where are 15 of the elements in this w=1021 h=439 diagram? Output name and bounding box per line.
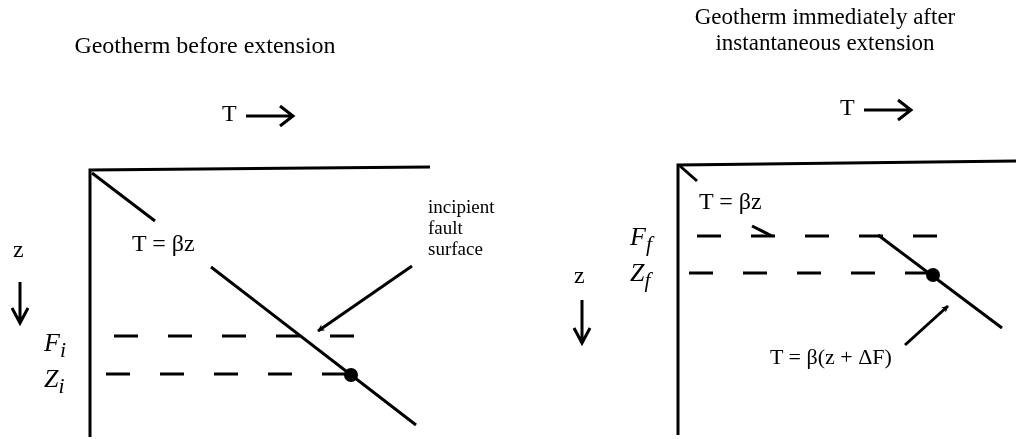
leader-arrow [904, 304, 949, 347]
leader-text: incipient fault surface [428, 196, 495, 259]
depth-label: Z$_{f}$ [630, 258, 651, 294]
axis-label: z [13, 236, 24, 264]
depth-label: Z$_{i}$ [44, 364, 65, 400]
panel-title: Geotherm before extension [73, 32, 337, 60]
panel-title: Geotherm immediately after instantaneous extension [693, 4, 957, 57]
axis-label: T [840, 94, 855, 122]
equation-label: T = βz [132, 230, 195, 258]
axis-label: T [222, 100, 237, 128]
depth-label: F$_{i}$ [44, 328, 66, 364]
leader-arrow [317, 264, 413, 333]
equation-label: T = β(z + ΔF) [770, 344, 892, 369]
equation-label: T = βz [699, 188, 762, 216]
axis-label: z [574, 262, 585, 290]
